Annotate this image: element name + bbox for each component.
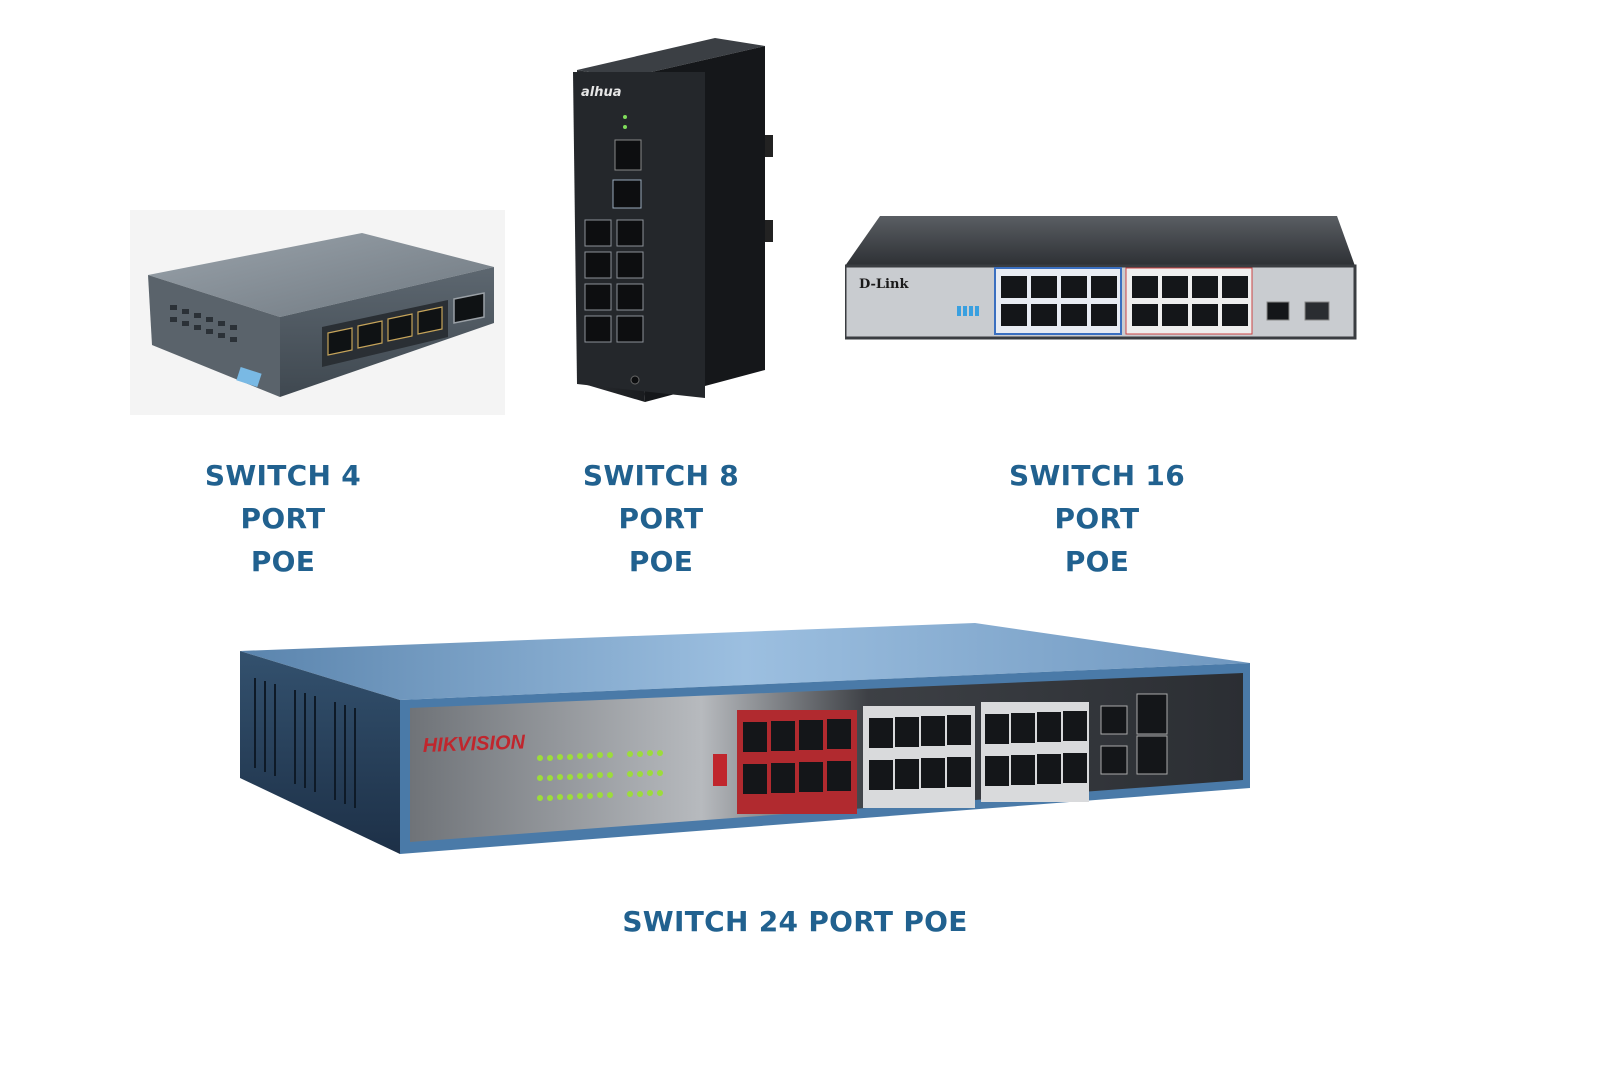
switch-24-caption-text: SWITCH 24 PORT POE — [622, 905, 968, 938]
switch-8-caption: SWITCH 8 PORT POE — [536, 454, 786, 583]
switch-16-port-image: D-Link — [845, 216, 1357, 340]
switch-16-brand-logo: D-Link — [859, 277, 909, 292]
switch-8-caption-line2: POE — [628, 545, 694, 578]
switch-4-caption-line2: POE — [250, 545, 316, 578]
switch-16-caption-line2: POE — [1064, 545, 1130, 578]
switch-16-caption: SWITCH 16 PORT POE — [962, 454, 1232, 583]
switch-4-caption: SWITCH 4 PORT POE — [158, 454, 408, 583]
switch-8-port-image: alhua — [573, 38, 773, 402]
switch-4-port-image — [130, 210, 505, 415]
switch-16-caption-line1: SWITCH 16 PORT — [1009, 459, 1185, 535]
switch-4-caption-line1: SWITCH 4 PORT — [204, 459, 362, 535]
switch-8-caption-line1: SWITCH 8 PORT — [582, 459, 740, 535]
switch-8-brand-logo: alhua — [581, 85, 622, 100]
switch-24-brand-logo: HIKVISION — [422, 731, 525, 757]
switch-24-caption: SWITCH 24 PORT POE — [595, 900, 995, 943]
switch-24-port-image: HIKVISION — [240, 623, 1250, 854]
